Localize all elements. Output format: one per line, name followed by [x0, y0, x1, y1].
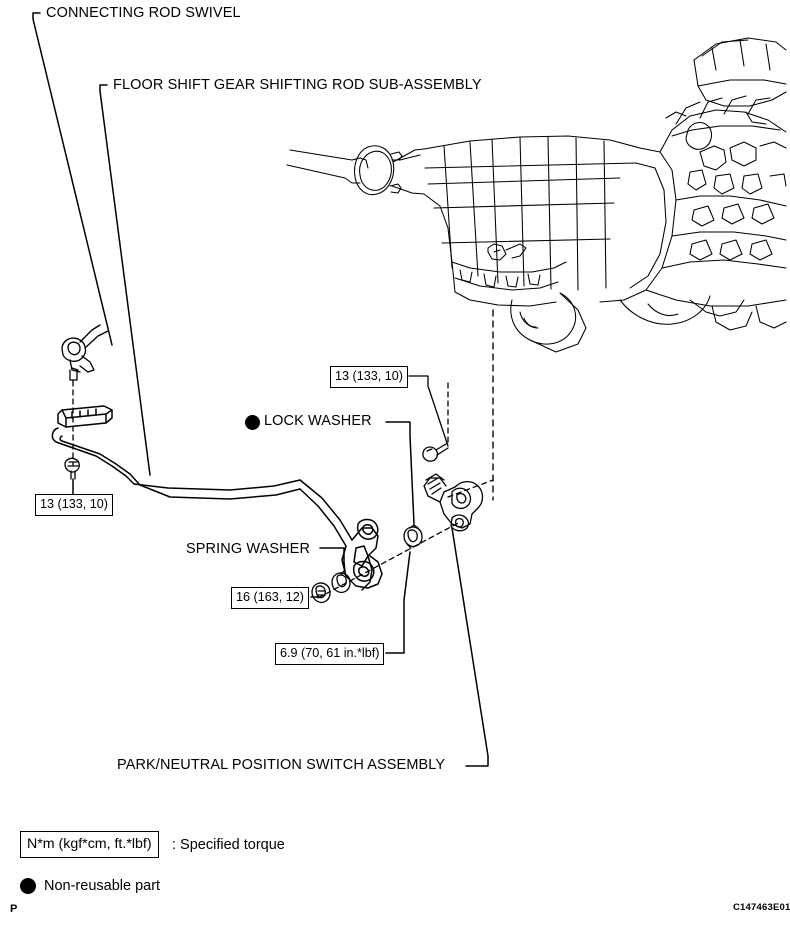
- page-mark: P: [10, 903, 18, 915]
- swivel-stud: [69, 369, 78, 381]
- leader-torque-switch-bolt: [385, 551, 411, 654]
- legend-torque-format-box: N*m (kgf*cm, ft.*lbf): [20, 831, 159, 859]
- park-neutral-position-switch: [423, 473, 484, 532]
- transmission-assembly: [286, 37, 787, 353]
- leader-torque-upper-right: [408, 375, 449, 447]
- leader-pnp-switch-label: [451, 527, 489, 767]
- leader-lock-washer-label: [385, 421, 415, 525]
- assembly-line-washers: [317, 521, 461, 599]
- switch-mounting-bolt: [422, 443, 449, 462]
- leader-spring-washer-label: [319, 547, 346, 573]
- spring-washer-part: [331, 570, 351, 594]
- torque-callout-rod-bolt: 13 (133, 10): [35, 494, 113, 516]
- lock-washer-part: [403, 524, 423, 549]
- leader-connecting-rod-swivel: [32, 12, 113, 346]
- floor-shift-gear-shifting-rod: [51, 405, 383, 591]
- connecting-rod-swivel: [61, 324, 109, 373]
- label-lock-washer: LOCK WASHER: [264, 413, 372, 429]
- non-reusable-bullet-icon-lock-washer: [245, 415, 260, 430]
- torque-callout-switch-bolt: 6.9 (70, 61 in.*lbf): [275, 643, 385, 665]
- torque-callout-upper-right: 13 (133, 10): [330, 366, 408, 388]
- legend-non-reusable-part-text: Non-reusable part: [44, 878, 161, 894]
- figure-code: C147463E01: [733, 902, 790, 913]
- label-park-neutral-position-switch-assembly: PARK/NEUTRAL POSITION SWITCH ASSEMBLY: [117, 757, 446, 773]
- label-spring-washer: SPRING WASHER: [186, 541, 311, 557]
- non-reusable-bullet-icon-legend: [20, 878, 36, 894]
- torque-callout-spring-washer-nut: 16 (163, 12): [231, 587, 309, 609]
- label-connecting-rod-swivel: CONNECTING ROD SWIVEL: [46, 5, 241, 21]
- legend-specified-torque-text: : Specified torque: [172, 837, 285, 853]
- assembly-line-switch-to-bracket: [447, 479, 494, 498]
- leader-shifting-rod: [99, 84, 151, 476]
- label-floor-shift-gear-shifting-rod-sub-assembly: FLOOR SHIFT GEAR SHIFTING ROD SUB-ASSEMB…: [113, 77, 482, 93]
- shifting-rod-nut: [64, 457, 80, 480]
